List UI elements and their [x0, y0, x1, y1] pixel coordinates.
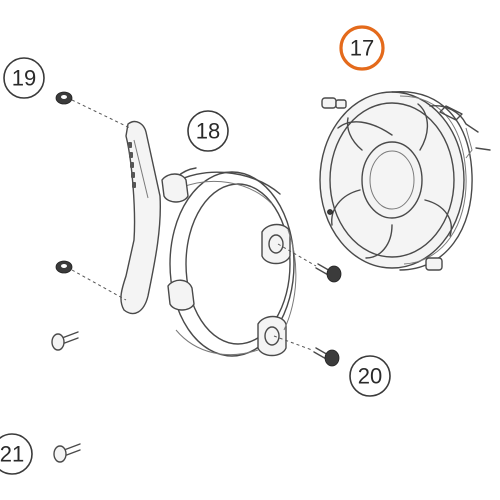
callout-21[interactable]: 21	[0, 433, 33, 475]
bolt-part-21	[53, 443, 81, 463]
callout-18[interactable]: 18	[187, 110, 229, 152]
screw-lower-part-20	[313, 347, 340, 367]
screw-upper-part-20	[315, 263, 342, 283]
grommet-upper-part-19	[55, 91, 73, 105]
bolt-left	[51, 331, 79, 351]
callout-20[interactable]: 20	[349, 355, 391, 397]
callout-20-label: 20	[358, 364, 382, 389]
callout-18-label: 18	[196, 119, 220, 144]
leader-lines	[71, 99, 317, 351]
grommet-lower	[55, 260, 73, 274]
callout-19-label: 19	[12, 66, 36, 91]
callout-17[interactable]: 17	[339, 25, 385, 71]
callout-17-label: 17	[350, 36, 374, 61]
callout-21-label: 21	[0, 442, 24, 467]
fan-shroud-part-18	[120, 120, 297, 357]
callout-19[interactable]: 19	[3, 57, 45, 99]
cooling-fan-part-17	[319, 91, 491, 271]
